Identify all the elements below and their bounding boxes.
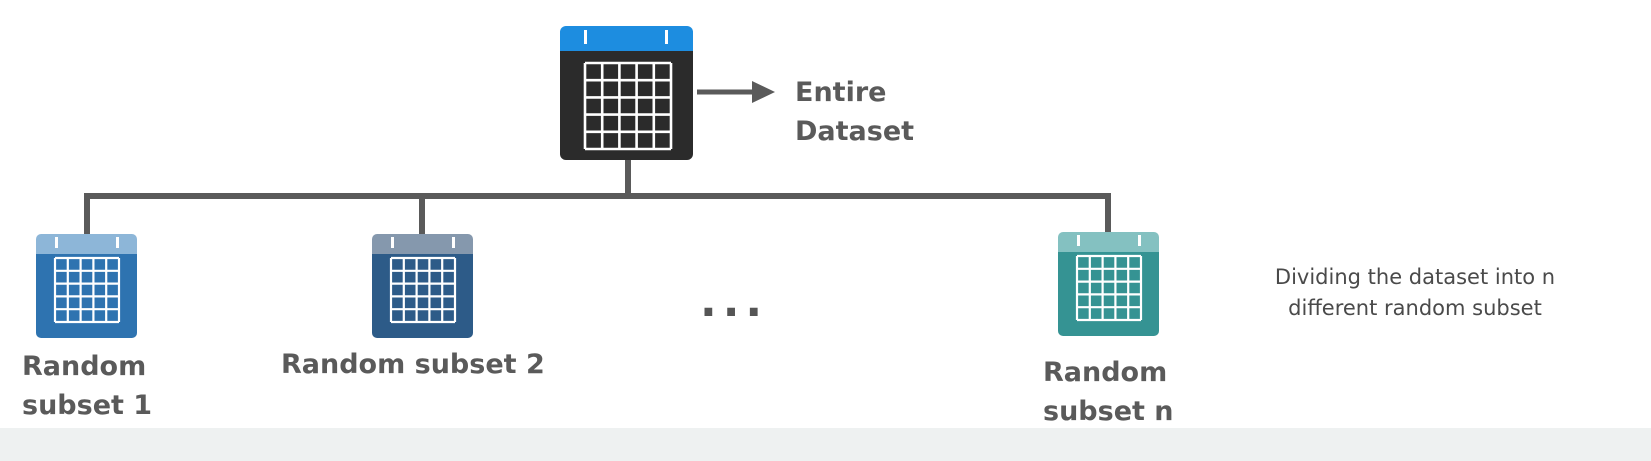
arrow-head (752, 81, 775, 103)
table-icon (36, 234, 137, 338)
table-icon (560, 26, 693, 160)
table-icon (372, 234, 473, 338)
subset-1-label: Random subset 1 (22, 351, 153, 421)
bottom-band (0, 428, 1651, 461)
table-icon (1058, 232, 1159, 336)
connector-lines (84, 81, 1111, 236)
subset-n-label: Random subset n (1043, 357, 1174, 427)
description-note: Dividing the dataset into n different ra… (1274, 265, 1556, 320)
entire-dataset-label: Entire Dataset (795, 77, 915, 147)
ellipsis: ... (700, 276, 769, 327)
subset-2-label: Random subset 2 (281, 349, 545, 380)
